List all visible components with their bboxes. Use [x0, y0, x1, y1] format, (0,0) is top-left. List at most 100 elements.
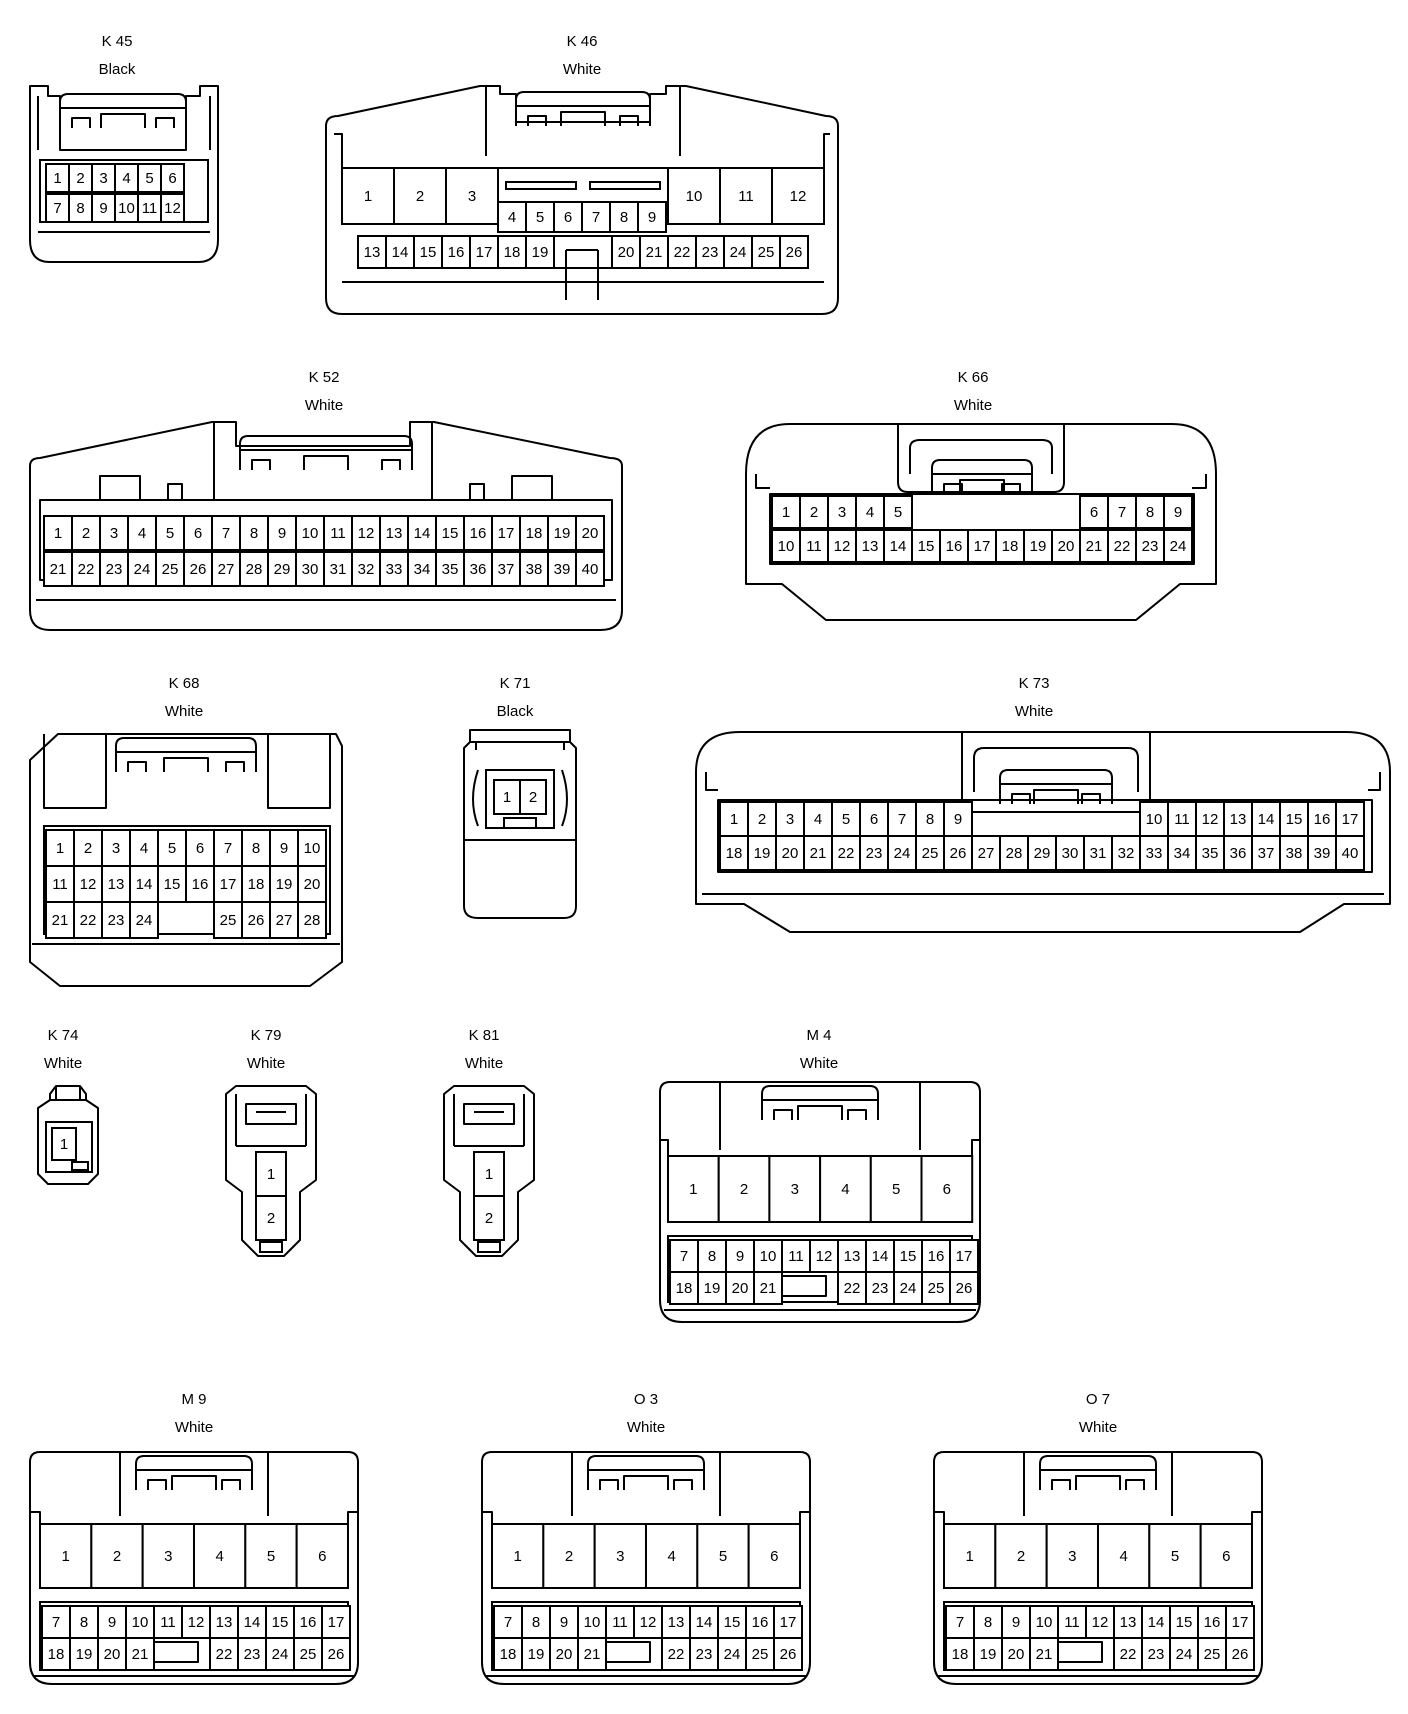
outline-stroke [221, 1479, 241, 1490]
pin-label: 25 [752, 1646, 769, 1663]
outline-rect [827, 529, 857, 563]
pin-label: 2 [565, 1548, 573, 1565]
outline-rect [71, 1161, 89, 1171]
pin-label: 9 [1012, 1614, 1020, 1631]
outline-stroke [155, 117, 175, 128]
pin-label: 8 [926, 811, 934, 828]
outline-stroke [245, 1103, 297, 1125]
outline-stroke [1057, 1641, 1103, 1663]
outline-rect [1055, 835, 1085, 871]
outline-rect [185, 829, 215, 867]
outline-rect [192, 1523, 247, 1589]
pin-label: 18 [526, 525, 543, 542]
pin-label: 9 [99, 200, 107, 217]
outline-rect [491, 515, 521, 551]
pin-label: 1 [689, 1181, 697, 1198]
pin-label: 2 [740, 1181, 748, 1198]
pin-label: 19 [276, 876, 293, 893]
outline-rect [321, 1605, 351, 1639]
connector-color: White [953, 397, 993, 414]
outline-rect [999, 835, 1029, 871]
outline-rect [127, 551, 157, 587]
outline-rect [469, 235, 499, 269]
pin-label: 6 [1090, 504, 1098, 521]
pin-label: 9 [560, 1614, 568, 1631]
connector-k81: 12 [443, 1085, 535, 1257]
pin-label: 15 [724, 1614, 741, 1631]
outline-stroke [673, 1479, 693, 1490]
outline-rect [575, 551, 605, 587]
pin-label: 17 [974, 538, 991, 555]
pin-label: 26 [328, 1646, 345, 1663]
outline-rect [943, 835, 973, 871]
outline-rect [589, 181, 661, 190]
connector-name: M 9 [181, 1391, 207, 1408]
connector-color: White [164, 703, 204, 720]
connector-name: O 7 [1085, 1391, 1111, 1408]
pin-label: 36 [1230, 845, 1247, 862]
outline-stroke [761, 1085, 879, 1120]
outline-rect [887, 835, 917, 871]
pin-label: 13 [668, 1614, 685, 1631]
pin-label: 25 [220, 912, 237, 929]
pin-label: 3 [1068, 1548, 1076, 1565]
outline-rect [73, 901, 103, 939]
pin-label: 19 [554, 525, 571, 542]
outline-rect [973, 1637, 1003, 1671]
pin-label: 14 [872, 1248, 889, 1265]
outline-stroke [37, 96, 211, 150]
outline-rect [43, 551, 73, 587]
pin-label: 23 [1142, 538, 1159, 555]
outline-rect [949, 1239, 979, 1273]
pin-label: 6 [196, 840, 204, 857]
outline-stroke [303, 455, 349, 470]
pin-label: 17 [498, 525, 515, 542]
outline-rect [855, 529, 885, 563]
connector-name: K 66 [957, 369, 989, 386]
outline-rect [869, 1155, 923, 1223]
pin-label: 2 [84, 840, 92, 857]
pin-label: 1 [730, 811, 738, 828]
outline-rect [1335, 801, 1365, 837]
pin-label: 1 [503, 789, 511, 806]
outline-rect [255, 1195, 287, 1241]
pin-label: 27 [218, 561, 235, 578]
outline-stroke [619, 115, 639, 126]
outline-rect [41, 1637, 71, 1671]
pin-label: 2 [485, 1210, 493, 1227]
pin-label: 15 [442, 525, 459, 542]
outline-rect [525, 235, 555, 269]
outline-rect [1279, 801, 1309, 837]
outline-stroke [897, 424, 1065, 493]
pin-label: 14 [1258, 811, 1275, 828]
outline-rect [255, 1151, 287, 1197]
pin-label: 9 [108, 1614, 116, 1631]
pin-label: 17 [1342, 811, 1359, 828]
pin-label: 17 [328, 1614, 345, 1631]
outline-rect [41, 1605, 71, 1639]
pin-label: 32 [1118, 845, 1135, 862]
outline-rect [883, 495, 913, 529]
outline-rect [293, 1637, 323, 1671]
pin-label: 7 [592, 209, 600, 226]
pin-label: 22 [80, 912, 97, 929]
connector-title-m9: M 9 White [134, 1386, 254, 1442]
outline-stroke [99, 475, 553, 500]
connector-color: White [1078, 1419, 1118, 1436]
pin-label: 17 [476, 244, 493, 261]
pin-label: 10 [760, 1248, 777, 1265]
pin-label: 23 [866, 845, 883, 862]
pin-label: 8 [708, 1248, 716, 1265]
outline-rect [827, 495, 857, 529]
pin-label: 3 [99, 170, 107, 187]
outline-rect [717, 1605, 747, 1639]
pin-label: 3 [786, 811, 794, 828]
connector-color: White [174, 1419, 214, 1436]
pin-label: 4 [814, 811, 822, 828]
outline-rect [667, 167, 721, 225]
outline-rect [519, 551, 549, 587]
pin-label: 20 [304, 876, 321, 893]
